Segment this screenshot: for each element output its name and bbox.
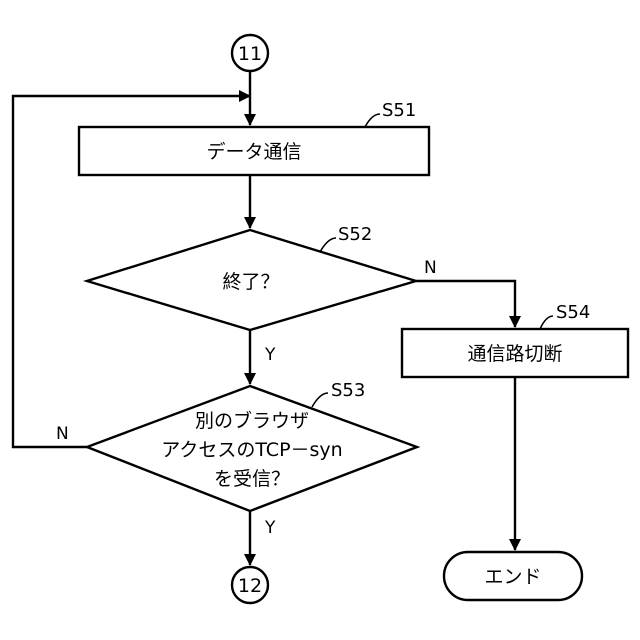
s51-step-id: S51 bbox=[382, 100, 416, 121]
s53-step-id: S53 bbox=[331, 380, 365, 401]
step-disconnect-channel: 通信路切断 bbox=[402, 329, 628, 377]
s52-leader-line bbox=[320, 238, 336, 252]
decision-end-check-label: 終了？ bbox=[222, 271, 279, 293]
s53-leader-line bbox=[312, 393, 328, 407]
s53-no-label: N bbox=[56, 424, 69, 444]
s52-no-label: N bbox=[424, 258, 437, 278]
end-connector: 12 bbox=[232, 567, 268, 603]
decision-end-check: 終了？ bbox=[87, 230, 416, 330]
step-data-communication-label: データ通信 bbox=[206, 141, 301, 163]
s54-step-id: S54 bbox=[556, 302, 590, 323]
decision-tcp-syn-line-1: 別のブラウザ bbox=[195, 409, 309, 432]
s51-leader-line bbox=[365, 114, 380, 127]
decision-tcp-syn-line-2: アクセスのTCP－syn bbox=[161, 439, 342, 461]
s52-yes-label: Y bbox=[264, 345, 276, 365]
s53-yes-label: Y bbox=[264, 518, 276, 538]
start-connector-label: 11 bbox=[238, 43, 262, 65]
flow-arrow-s52-no-to-s54 bbox=[416, 281, 515, 327]
step-disconnect-channel-label: 通信路切断 bbox=[467, 343, 562, 365]
end-terminal: エンド bbox=[444, 552, 582, 600]
end-connector-label: 12 bbox=[238, 575, 262, 597]
s54-leader-line bbox=[540, 316, 553, 329]
decision-tcp-syn-line-3: を受信？ bbox=[214, 468, 290, 490]
decision-tcp-syn-received: 別のブラウザ アクセスのTCP－syn を受信？ bbox=[87, 386, 417, 511]
start-connector: 11 bbox=[232, 35, 268, 71]
s52-step-id: S52 bbox=[338, 224, 372, 245]
end-terminal-label: エンド bbox=[484, 566, 541, 588]
step-data-communication: データ通信 bbox=[79, 127, 429, 175]
